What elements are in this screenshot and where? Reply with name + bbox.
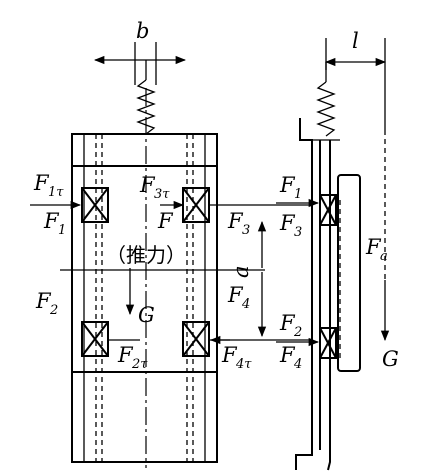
svg-text:4: 4 (241, 297, 250, 312)
svg-text:3τ: 3τ (154, 187, 170, 202)
svg-text:F: F (43, 209, 60, 233)
svg-text:3: 3 (242, 223, 250, 238)
left-frame (71, 88, 218, 468)
svg-text:F: F (279, 173, 296, 197)
dimension-b: b (93, 19, 187, 85)
label-F3tau: F 3τ (139, 173, 170, 202)
label-F3-left: F 3 (227, 209, 250, 238)
svg-text:F: F (117, 343, 134, 367)
svg-text:4τ: 4τ (235, 357, 252, 372)
svg-text:F: F (279, 343, 296, 367)
svg-text:F: F (139, 173, 156, 197)
label-a: a (229, 265, 253, 278)
svg-text:1: 1 (294, 187, 302, 202)
label-F2tau: F 2τ (117, 343, 148, 372)
roller-1 (81, 187, 109, 223)
svg-text:F: F (227, 283, 244, 307)
label-F4tau: F 4τ (221, 343, 252, 372)
svg-text:F: F (35, 289, 52, 313)
svg-text:F: F (227, 209, 244, 233)
label-F4-left: F 4 (227, 283, 250, 312)
right-roller-upper (319, 194, 337, 226)
label-R-F2: F 2 (279, 311, 302, 340)
right-rail (295, 118, 341, 471)
label-R-Fa: F a (365, 235, 388, 264)
label-F2-left: F 2 (35, 289, 58, 318)
svg-text:F: F (365, 235, 382, 259)
svg-text:2: 2 (49, 303, 58, 318)
label-l: l (352, 29, 359, 53)
right-car-block (337, 174, 361, 372)
svg-text:2: 2 (293, 325, 302, 340)
dimension-l: l (324, 29, 387, 130)
label-R-F1: F 1 (279, 173, 302, 202)
label-R-F3: F 3 (279, 211, 302, 240)
svg-text:F: F (279, 211, 296, 235)
roller-4 (182, 321, 210, 357)
label-F1tau: F 1τ (33, 171, 64, 200)
svg-text:3: 3 (294, 225, 302, 240)
svg-text:1: 1 (58, 223, 66, 238)
svg-text:1τ: 1τ (48, 185, 64, 200)
right-roller-lower (319, 327, 337, 359)
label-G-center: G (138, 303, 155, 327)
label-F1-left: F 1 (43, 209, 66, 238)
label-R-G: G (382, 347, 399, 371)
label-R-F4: F 4 (279, 343, 302, 372)
svg-text:4: 4 (293, 357, 302, 372)
svg-text:F: F (33, 171, 50, 195)
label-b: b (136, 19, 149, 43)
label-thrust: （推力） (106, 243, 186, 267)
svg-text:a: a (380, 249, 388, 264)
svg-text:2τ: 2τ (131, 357, 148, 372)
svg-text:F: F (279, 311, 296, 335)
label-F: F (157, 209, 174, 233)
right-spring (316, 62, 336, 137)
svg-text:F: F (221, 343, 238, 367)
roller-2 (81, 321, 109, 357)
